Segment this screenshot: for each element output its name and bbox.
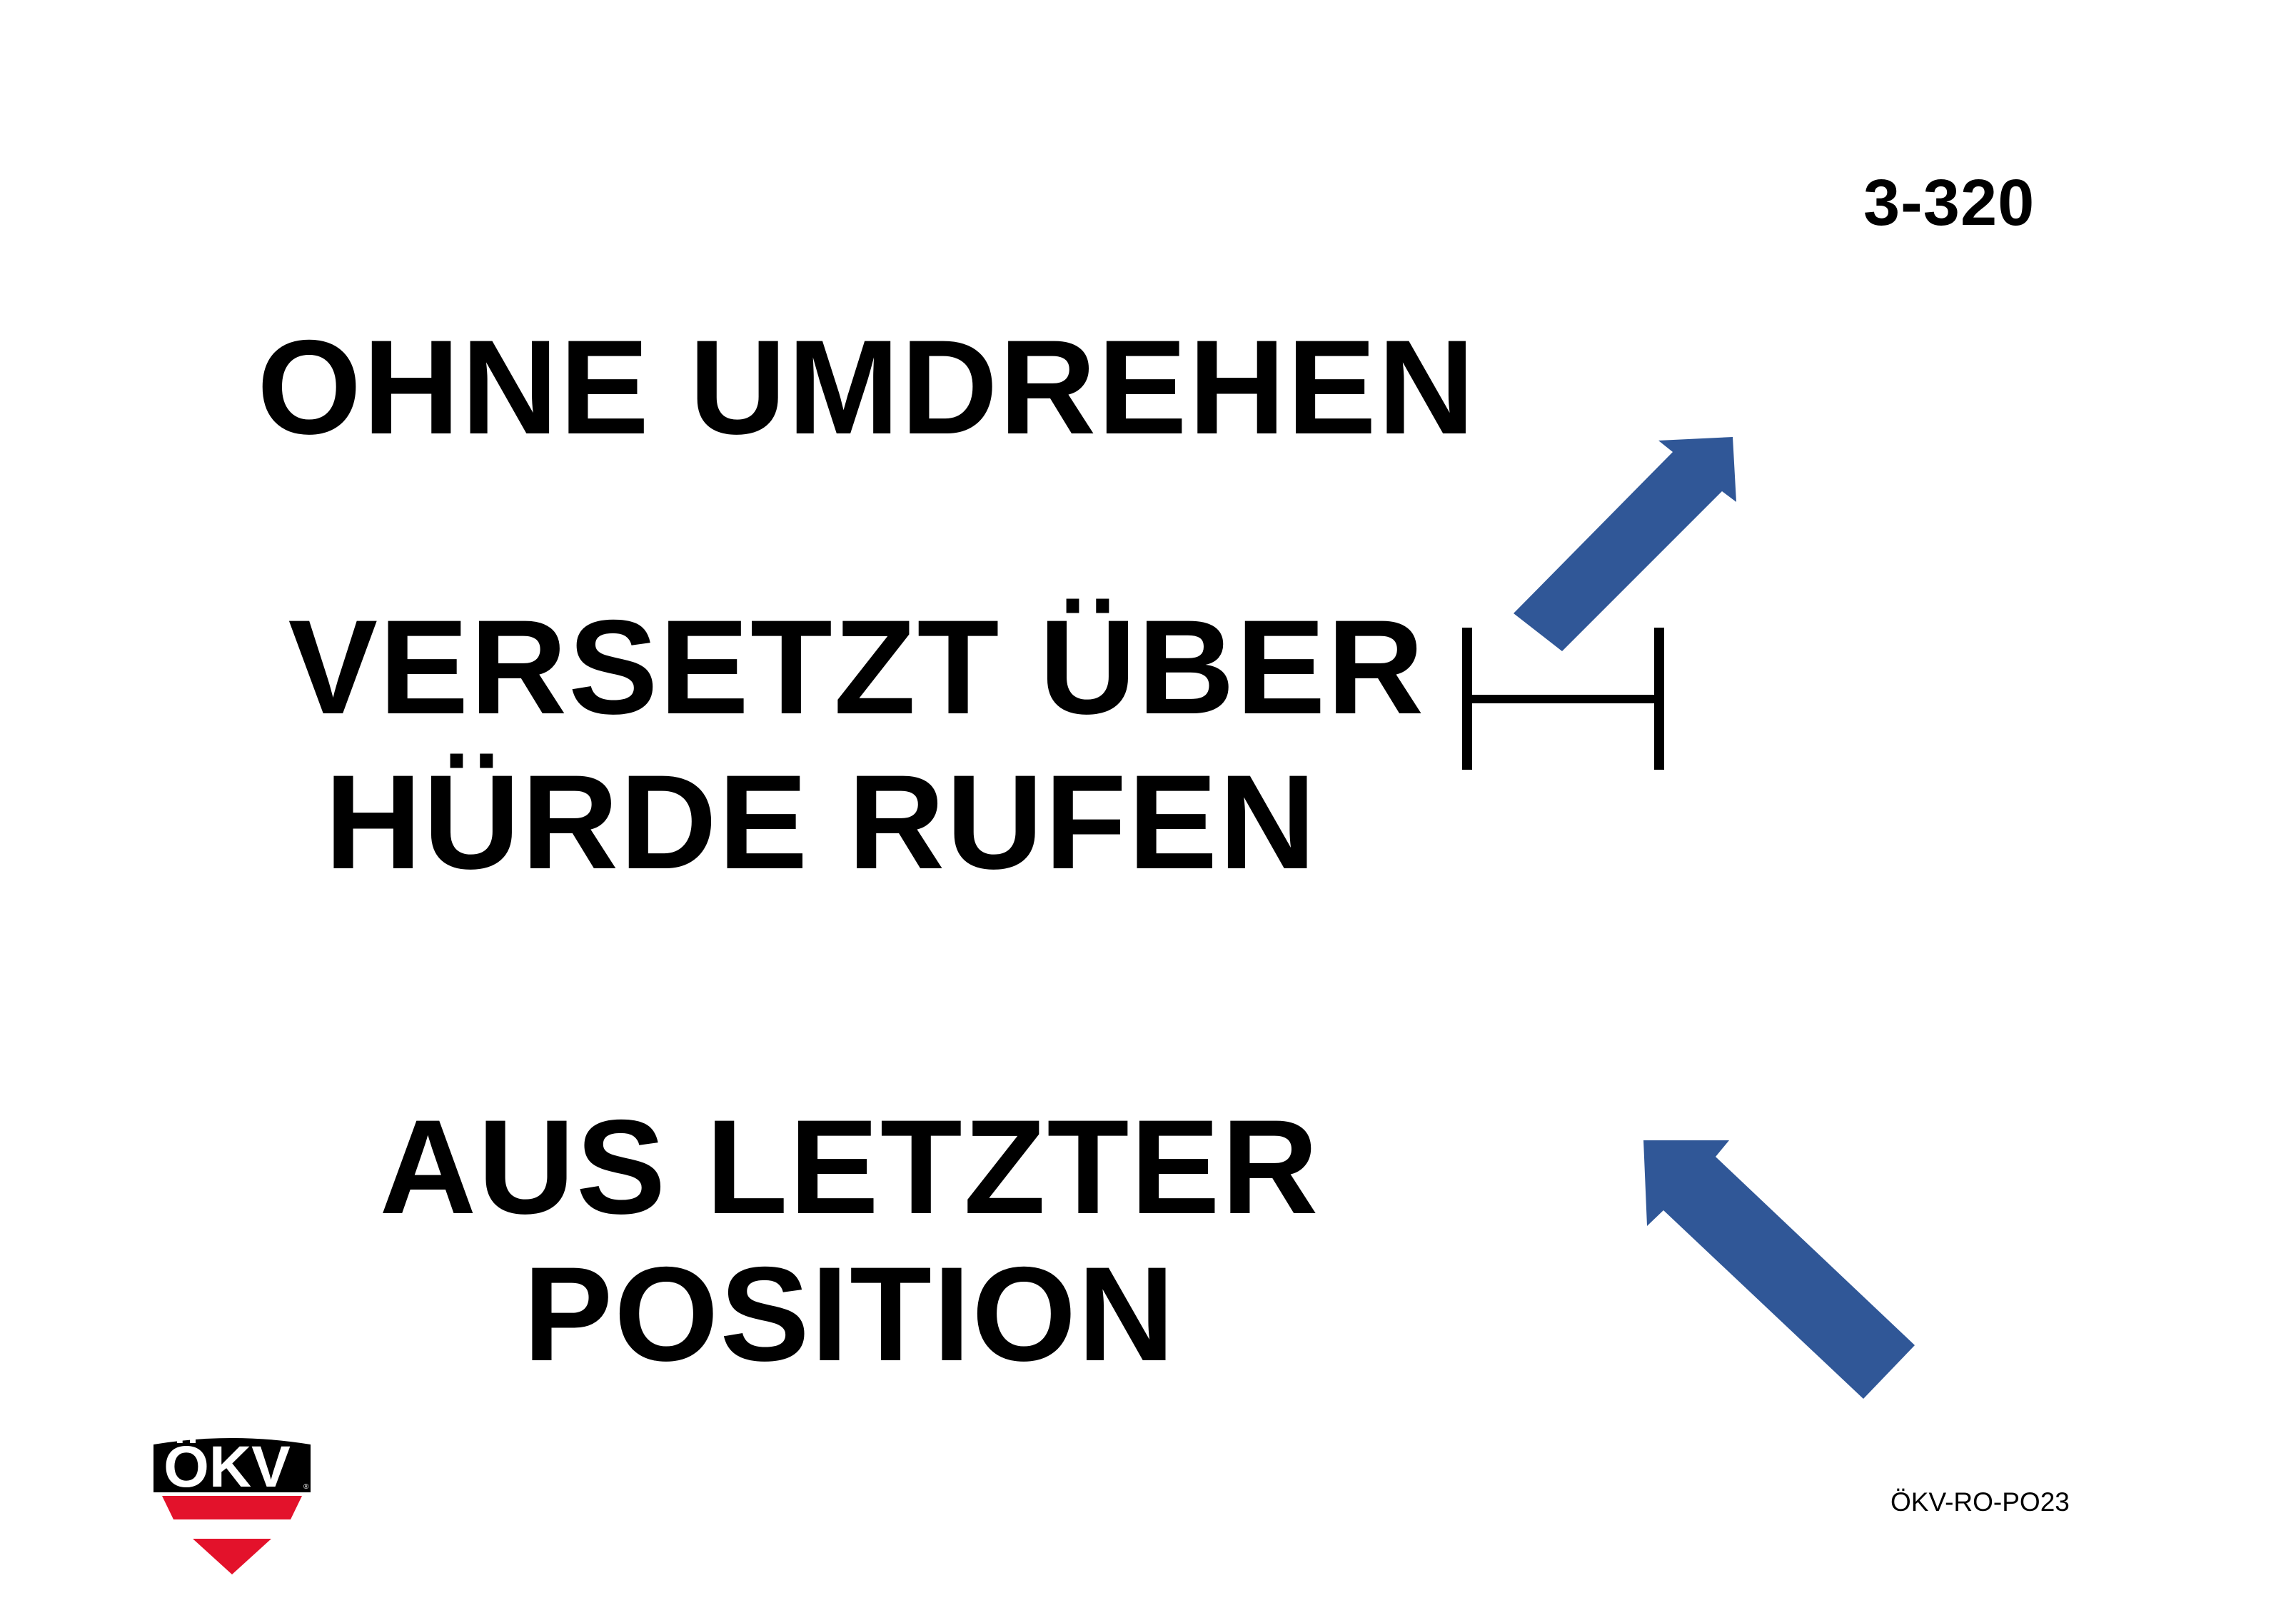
arrow-up-left-icon	[1643, 1140, 1915, 1399]
instruction-line-4: AUS LETZTER	[379, 1092, 1320, 1242]
instruction-line-3: HÜRDE RUFEN	[324, 747, 1318, 897]
exercise-number: 3-320	[1863, 166, 2035, 239]
arrow-up-right-icon	[1514, 437, 1736, 651]
instruction-line-2: VERSETZT ÜBER	[288, 592, 1426, 742]
instruction-line-5: POSITION	[523, 1239, 1177, 1389]
logo-text: ÖKV	[163, 1434, 291, 1499]
hurdle-icon	[1462, 628, 1664, 770]
instruction-line-1: OHNE UMDREHEN	[257, 312, 1476, 462]
okv-logo: ÖKV ®	[153, 1434, 311, 1574]
sign-code: ÖKV-RO-PO23	[1890, 1487, 2070, 1517]
logo-registered: ®	[303, 1483, 309, 1491]
